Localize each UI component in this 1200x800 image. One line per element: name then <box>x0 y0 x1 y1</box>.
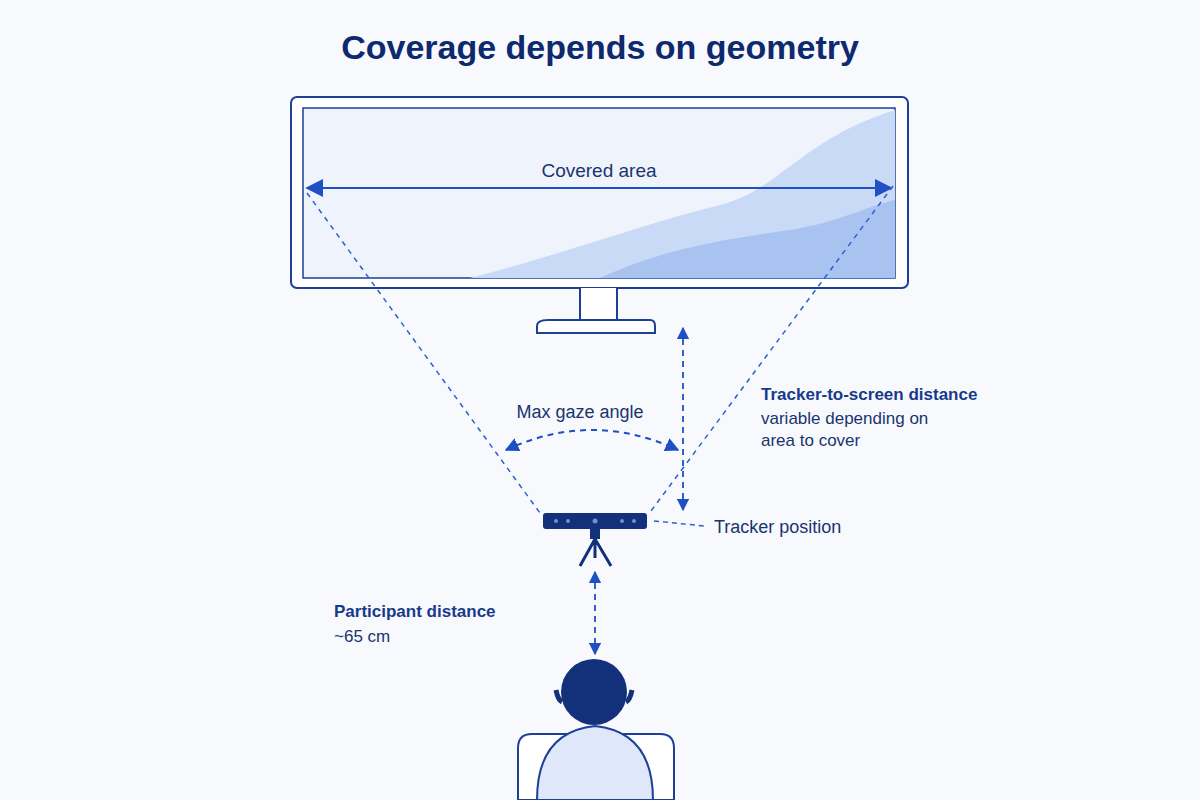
area-label: Covered area <box>303 160 895 182</box>
distance-arrow <box>594 572 596 654</box>
gaze-line <box>307 193 540 513</box>
angle-label: Max gaze angle <box>460 401 700 424</box>
participant-head <box>561 659 627 725</box>
screen-wave <box>470 110 895 278</box>
monitor-base <box>537 320 655 333</box>
monitor-frame <box>291 97 908 288</box>
screen-wave <box>600 200 895 278</box>
eye-tracker <box>543 513 647 529</box>
leader-line <box>654 521 705 526</box>
monitor-neck <box>580 288 617 320</box>
distance-arrow <box>682 328 684 510</box>
distance-heading: Tracker-to-screen distance <box>761 384 1001 405</box>
tripod <box>580 539 611 566</box>
screen <box>303 108 895 278</box>
tracker-label: Tracker position <box>714 516 934 539</box>
screen-area: Covered area <box>303 108 895 278</box>
distance-heading: Participant distance <box>334 601 574 622</box>
gaze-angle-arc <box>506 430 678 450</box>
distance-value: ~65 cm <box>334 626 534 647</box>
distance-note: variable depending on area to cover <box>761 408 961 452</box>
coverage-arrow <box>307 187 891 189</box>
tripod-head <box>590 529 600 539</box>
gaze-line <box>648 186 893 515</box>
participant-body <box>537 726 653 800</box>
diagram-title: Coverage depends on geometry <box>0 28 1200 67</box>
